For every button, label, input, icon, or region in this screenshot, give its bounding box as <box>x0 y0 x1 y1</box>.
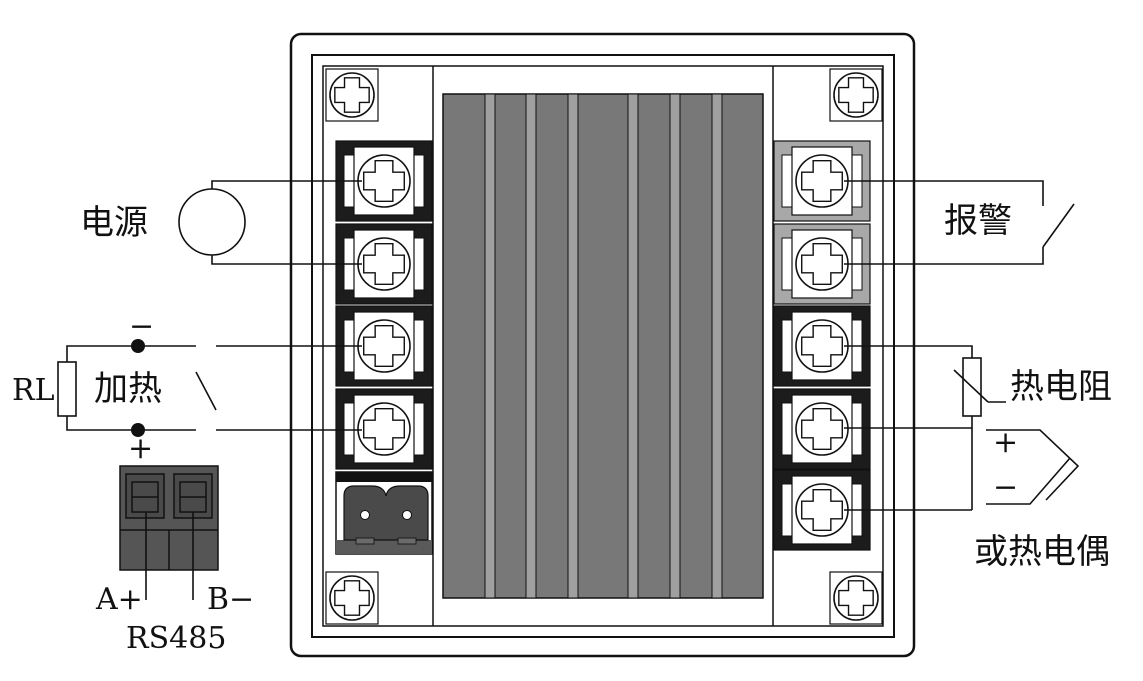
heating-wiring <box>57 345 362 431</box>
heating-plus-node <box>131 423 145 437</box>
screw-head <box>833 72 879 118</box>
terminal-cell <box>773 140 871 222</box>
phillips-screw-icon <box>795 483 849 537</box>
label-heating-minus: − <box>129 309 154 344</box>
label-rl: RL <box>12 373 55 408</box>
label-power: 电源 <box>80 203 148 243</box>
rl-resistor-symbol <box>57 361 77 417</box>
rtd-wiring <box>844 345 1006 511</box>
screw-head <box>329 72 375 118</box>
mounting-screw-icon <box>829 571 883 625</box>
screw-head <box>833 575 879 621</box>
label-rs485: RS485 <box>126 621 226 656</box>
phillips-screw-icon <box>357 237 411 291</box>
label-a-plus: A+ <box>95 582 143 617</box>
heating-switch-blade <box>195 371 217 411</box>
terminal-cell <box>773 223 871 305</box>
label-alarm: 报警 <box>944 201 1012 241</box>
mounting-screw-icon <box>829 68 883 122</box>
phillips-screw-icon <box>357 319 411 373</box>
power-source-symbol <box>178 188 246 256</box>
heatsink <box>442 93 764 599</box>
label-tc-plus: + <box>993 425 1018 460</box>
terminal-cell <box>335 388 433 470</box>
alarm-wiring <box>844 180 1075 265</box>
mounting-screw-icon <box>325 571 379 625</box>
terminal-block-right <box>773 140 871 551</box>
phillips-screw-icon <box>795 319 849 373</box>
terminal-block-left <box>335 140 433 470</box>
label-thermocouple: 或热电偶 <box>974 532 1110 572</box>
label-heating: 加热 <box>94 369 162 409</box>
heating-minus-node <box>131 339 145 353</box>
label-tc-minus: − <box>993 470 1018 505</box>
rs485-connector <box>119 465 219 600</box>
terminal-cell <box>773 469 871 551</box>
screw-head <box>329 575 375 621</box>
phillips-screw-icon <box>357 402 411 456</box>
phillips-screw-icon <box>357 154 411 208</box>
thermocouple-symbol <box>986 429 1080 505</box>
terminal-cell <box>773 388 871 470</box>
two-pin-connector <box>335 471 433 555</box>
phillips-screw-icon <box>795 402 849 456</box>
terminal-cell <box>773 305 871 387</box>
phillips-screw-icon <box>795 154 849 208</box>
mounting-screws <box>325 68 883 625</box>
label-rtd: 热电阻 <box>1010 367 1112 407</box>
label-b-minus: B− <box>207 582 254 617</box>
power-wiring <box>178 180 362 265</box>
phillips-screw-icon <box>795 237 849 291</box>
label-heating-plus: + <box>128 431 153 466</box>
alarm-switch-blade <box>1042 203 1075 248</box>
mounting-screw-icon <box>325 68 379 122</box>
